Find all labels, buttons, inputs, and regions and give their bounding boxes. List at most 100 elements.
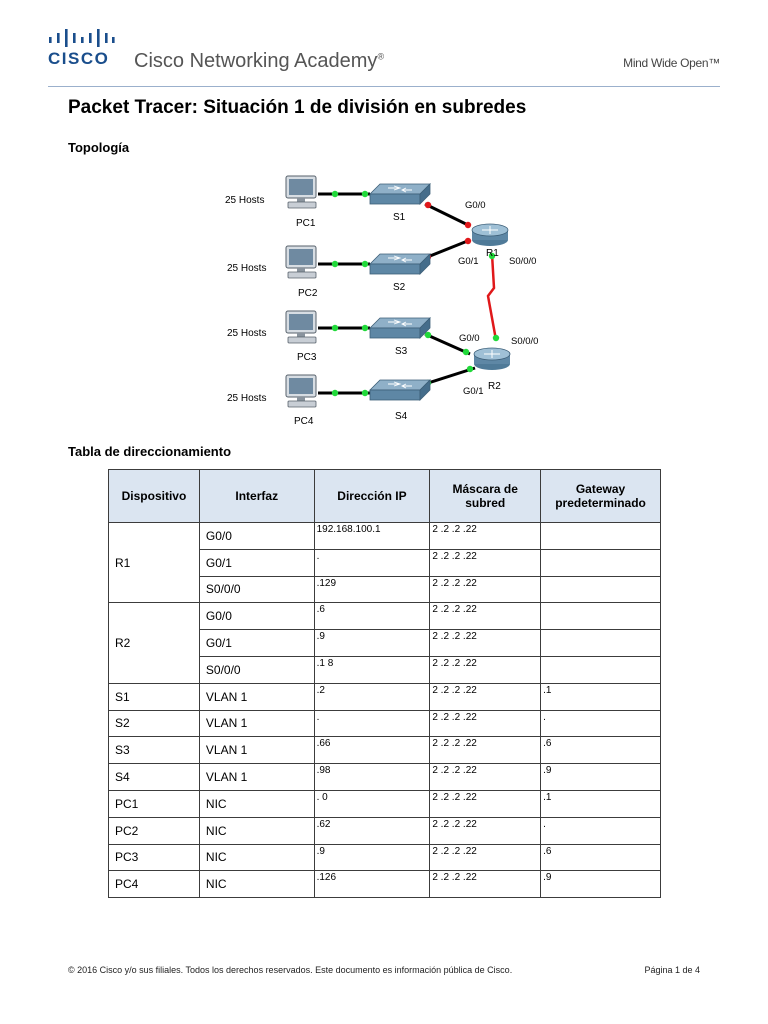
cell-ip: .126 — [313, 870, 431, 899]
cell-ip: .129 — [313, 575, 431, 604]
hosts-label-4: 25 Hosts — [227, 393, 266, 404]
hosts-label-2: 25 Hosts — [227, 263, 266, 274]
cell-interface: NIC — [198, 870, 315, 899]
cell-ip: .2 — [313, 682, 431, 711]
cell-mask: 2 .2 .2 .22 — [429, 629, 542, 657]
cell-gateway — [540, 655, 661, 684]
table-row: G0/1.2 .2 .2 .22 — [109, 548, 661, 577]
cell-mask: 2 .2 .2 .22 — [429, 870, 542, 899]
cell-interface: G0/1 — [198, 629, 315, 657]
cisco-logo: CISCO — [48, 28, 116, 68]
col-mask: Máscara de subred — [429, 469, 542, 523]
cell-device: PC4 — [108, 870, 200, 899]
cell-interface: NIC — [198, 816, 315, 845]
cell-interface: VLAN 1 — [198, 682, 315, 711]
cell-interface: G0/1 — [198, 548, 315, 577]
switch-icon — [369, 317, 431, 339]
topology-heading: Topología — [68, 140, 130, 155]
cell-mask: 2 .2 .2 .22 — [429, 575, 542, 604]
cell-gateway: .1 — [540, 682, 661, 711]
academy-name: Cisco Networking Academy® — [134, 50, 385, 72]
topology-diagram: 25 Hosts 25 Hosts 25 Hosts 25 Hosts — [225, 175, 538, 427]
cell-mask: 2 .2 .2 .22 — [429, 682, 542, 711]
cell-mask: 2 .2 .2 .22 — [429, 602, 542, 631]
pc2-label: PC2 — [298, 288, 318, 299]
table-header-row: Dispositivo Interfaz Dirección IP Máscar… — [108, 469, 661, 523]
cell-gateway: .1 — [540, 789, 661, 818]
cell-mask: 2 .2 .2 .22 — [429, 548, 542, 577]
addressing-table: Dispositivo Interfaz Dirección IP Máscar… — [108, 469, 661, 899]
hosts-label-1: 25 Hosts — [225, 195, 264, 206]
cell-ip: 192.168.100.1 — [313, 522, 431, 550]
r1-g00-port: G0/0 — [465, 200, 486, 211]
header-divider — [48, 86, 720, 87]
cell-mask: 2 .2 .2 .22 — [429, 843, 542, 872]
tagline: Mind Wide Open™ — [623, 56, 720, 70]
cell-ip: .9 — [313, 843, 431, 872]
pc-icon — [285, 245, 317, 279]
copyright-notice: © 2016 Cisco y/o sus filiales. Todos los… — [68, 965, 513, 975]
cell-device: PC1 — [108, 789, 200, 818]
cell-gateway — [540, 629, 661, 657]
cell-interface: S0/0/0 — [198, 575, 315, 604]
document-title: Packet Tracer: Situación 1 de división e… — [68, 97, 527, 118]
router-icon — [473, 347, 511, 371]
r1-label: R1 — [486, 248, 499, 259]
r2-g01-port: G0/1 — [463, 386, 484, 397]
cell-gateway — [540, 522, 661, 550]
cisco-wordmark: CISCO — [48, 49, 110, 68]
cell-device: S3 — [108, 736, 200, 765]
cell-gateway: .9 — [540, 870, 661, 899]
page-number: Página 1 de 4 — [644, 965, 700, 975]
s4-label: S4 — [395, 411, 408, 422]
cell-gateway — [540, 602, 661, 631]
cell-device: PC2 — [108, 816, 200, 845]
cell-interface: G0/0 — [198, 602, 315, 631]
pc-icon — [285, 374, 317, 408]
cell-mask: 2 .2 .2 .22 — [429, 709, 542, 738]
cell-mask: 2 .2 .2 .22 — [429, 789, 542, 818]
router-icon — [471, 223, 509, 247]
cell-ip: .6 — [313, 602, 431, 631]
cell-device: S2 — [108, 709, 200, 738]
switch-icon — [369, 183, 431, 205]
cell-mask: 2 .2 .2 .22 — [429, 763, 542, 791]
cell-device: PC3 — [108, 843, 200, 872]
pc3-label: PC3 — [297, 352, 317, 363]
cell-gateway — [540, 575, 661, 604]
cell-ip: . — [313, 709, 431, 738]
cell-mask: 2 .2 .2 .22 — [429, 655, 542, 684]
page-header: CISCO Cisco Networking Academy® Mind Wid… — [0, 0, 768, 87]
cell-ip: .62 — [313, 816, 431, 845]
cell-ip: . — [313, 548, 431, 577]
col-ip: Dirección IP — [313, 469, 431, 523]
cell-gateway: . — [540, 709, 661, 738]
cell-device: R2 — [108, 602, 200, 684]
cisco-bars-icon — [49, 29, 115, 47]
r2-label: R2 — [488, 381, 501, 392]
col-device: Dispositivo — [108, 469, 200, 523]
cell-gateway: .9 — [540, 763, 661, 791]
r1-g01-port: G0/1 — [458, 256, 479, 267]
addressing-heading: Tabla de direccionamiento — [68, 444, 232, 459]
cell-interface: S0/0/0 — [198, 655, 315, 684]
cell-device: R1 — [108, 521, 200, 604]
s2-label: S2 — [393, 282, 406, 293]
cell-ip: .1 8 — [313, 655, 431, 684]
cell-mask: 2 .2 .2 .22 — [429, 816, 542, 845]
r1-s000-port: S0/0/0 — [509, 256, 536, 267]
switch-icon — [369, 253, 431, 275]
pc-icon — [285, 310, 317, 344]
cell-interface: NIC — [198, 789, 315, 818]
cell-interface: VLAN 1 — [198, 709, 315, 738]
cell-ip: .9 — [313, 629, 431, 657]
cell-gateway — [540, 548, 661, 577]
cell-mask: 2 .2 .2 .22 — [429, 736, 542, 765]
s3-label: S3 — [395, 346, 408, 357]
